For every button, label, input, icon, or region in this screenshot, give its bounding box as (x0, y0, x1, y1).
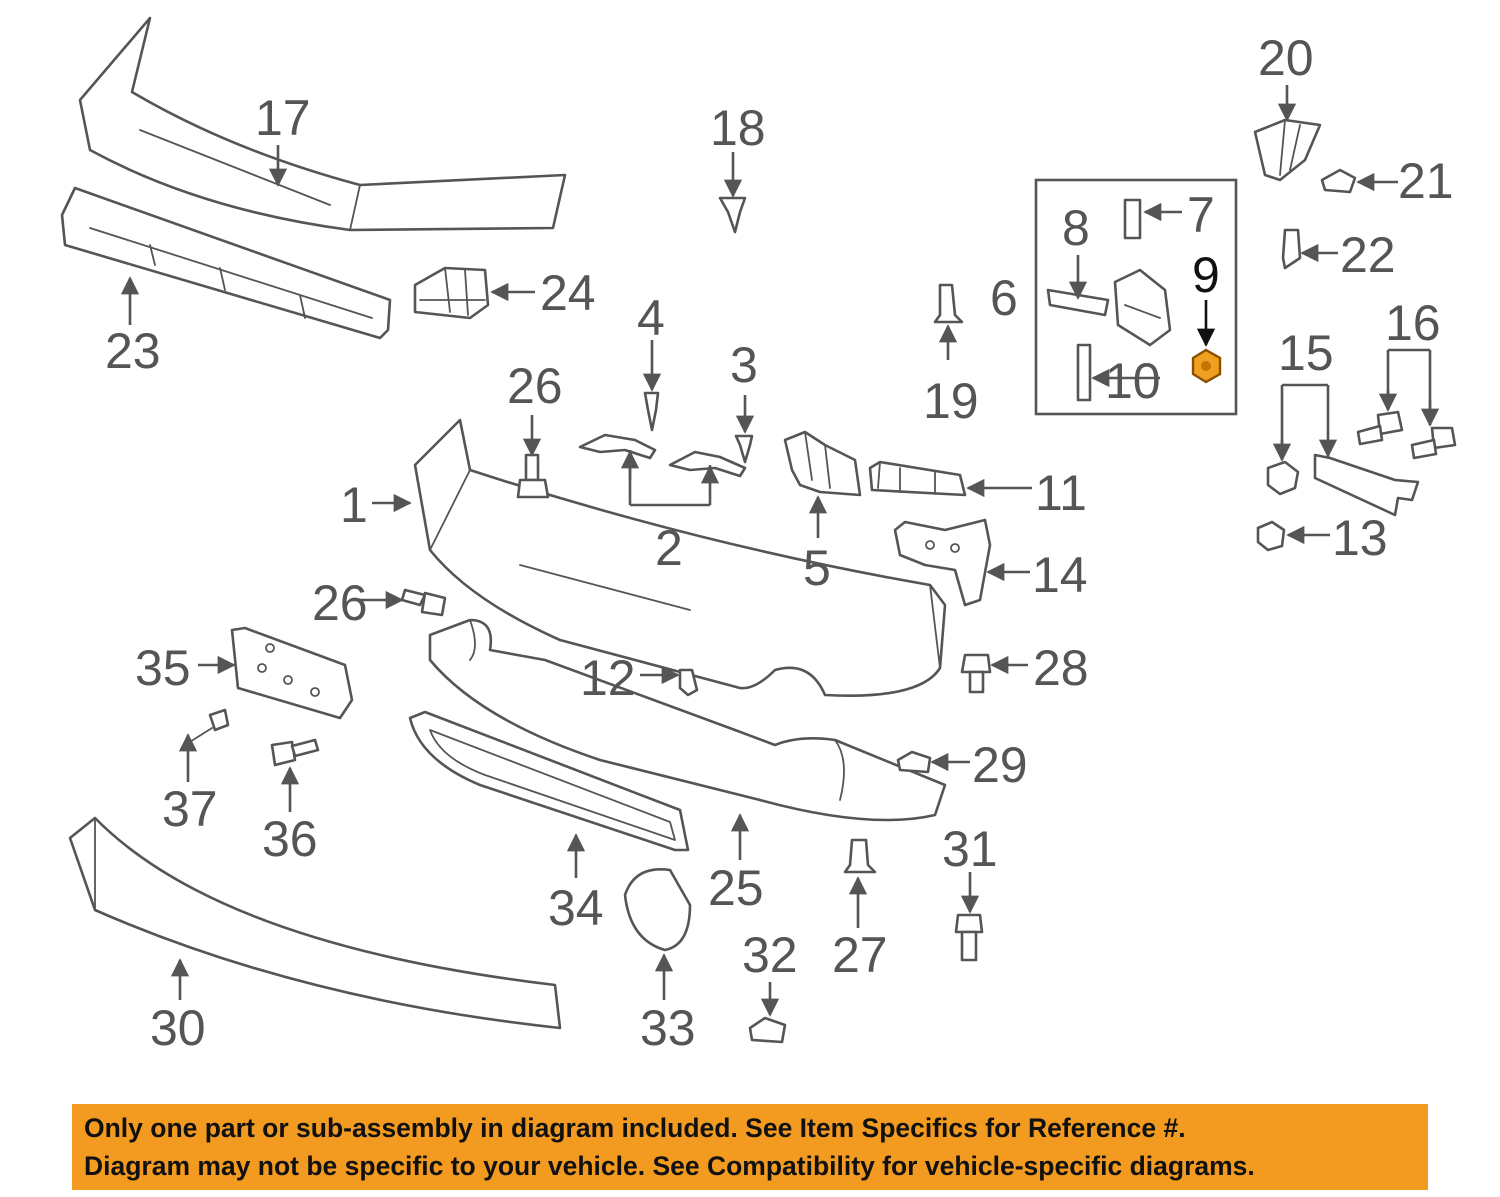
part-32-clip (748, 1016, 787, 1044)
callout-10: 10 (1105, 353, 1161, 409)
part-13-nut (1256, 520, 1286, 552)
callout-24: 24 (540, 265, 596, 321)
callout-4: 4 (637, 290, 665, 346)
part-20-bracket (1253, 118, 1322, 182)
callout-8: 8 (1062, 200, 1090, 256)
part-23-absorber (60, 186, 392, 340)
part-5-bracket (783, 430, 862, 497)
part-31-bolt (954, 913, 984, 962)
part-12-pin (678, 668, 699, 697)
parts-diagram: 17 23 24 18 4 3 26 1 2 5 19 11 14 6 8 7 … (60, 16, 1457, 1056)
callout-35: 35 (135, 640, 191, 696)
callout-26-lower: 26 (312, 575, 368, 631)
callout-22: 22 (1340, 227, 1396, 283)
part-30-airdam (68, 816, 562, 1030)
part-6-assembly-box (1034, 178, 1238, 416)
part-37-screw (184, 708, 230, 746)
callout-29: 29 (972, 737, 1028, 793)
callout-3: 3 (730, 337, 758, 393)
callout-30: 30 (150, 1000, 206, 1056)
callout-32: 32 (742, 927, 798, 983)
callout-labels: 17 23 24 18 4 3 26 1 2 5 19 11 14 6 8 7 … (105, 30, 1454, 1056)
part-27-pin (843, 838, 877, 874)
callout-28: 28 (1033, 640, 1089, 696)
callout-13: 13 (1332, 510, 1388, 566)
callout-20: 20 (1258, 30, 1314, 86)
part-17-upper-cover (78, 16, 567, 232)
part-16-bolts (1356, 410, 1457, 460)
notice-line-1: Only one part or sub-assembly in diagram… (84, 1113, 1186, 1143)
callout-7: 7 (1187, 187, 1215, 243)
part-21-clip (1320, 168, 1357, 194)
callout-21: 21 (1398, 153, 1454, 209)
part-9-nut-highlighted (1191, 348, 1222, 384)
callout-1: 1 (340, 477, 368, 533)
callout-5: 5 (803, 540, 831, 596)
part-14-bracket (893, 518, 992, 607)
callout-26-upper: 26 (507, 358, 563, 414)
part-26-bolt-lower (400, 588, 447, 617)
part-33-cap (623, 867, 692, 952)
callout-2: 2 (655, 520, 683, 576)
part-36-bolt (270, 738, 320, 767)
callout-36: 36 (262, 811, 318, 867)
callout-31: 31 (942, 821, 998, 877)
callout-11: 11 (1035, 465, 1087, 521)
callout-15: 15 (1278, 325, 1334, 381)
notice-line-2: Diagram may not be specific to your vehi… (84, 1151, 1255, 1181)
part-11-block (868, 460, 967, 497)
callout-37: 37 (162, 781, 218, 837)
notice-banner: Only one part or sub-assembly in diagram… (72, 1104, 1428, 1190)
callout-14: 14 (1032, 547, 1088, 603)
part-18-pin (718, 196, 747, 234)
part-35-license-bracket (230, 626, 354, 720)
part-4-screw (643, 391, 660, 432)
callout-17: 17 (255, 90, 311, 146)
part-25-valance (428, 618, 947, 822)
callout-6: 6 (990, 270, 1018, 326)
part-19-pin (933, 283, 964, 324)
callout-16: 16 (1385, 295, 1441, 351)
callout-23: 23 (105, 323, 161, 379)
part-26-bolt-upper (516, 453, 550, 499)
callout-27: 27 (832, 927, 888, 983)
callout-19: 19 (923, 373, 979, 429)
part-15-bracket (1266, 453, 1420, 517)
callout-18: 18 (710, 100, 766, 156)
callout-33: 33 (640, 1000, 696, 1056)
part-34-grille (408, 710, 690, 852)
callout-25: 25 (708, 860, 764, 916)
leader-lines (120, 85, 1440, 1017)
part-29-clip (896, 750, 932, 774)
part-2-brackets (578, 433, 747, 478)
callout-34: 34 (548, 880, 604, 936)
part-22-screw (1281, 228, 1302, 270)
callout-12: 12 (580, 650, 636, 706)
part-3-pin (734, 434, 754, 464)
callout-9-highlighted: 9 (1192, 247, 1220, 303)
part-1-bumper (413, 418, 947, 697)
part-28-bolt (960, 653, 992, 694)
part-24-bracket (413, 266, 490, 320)
